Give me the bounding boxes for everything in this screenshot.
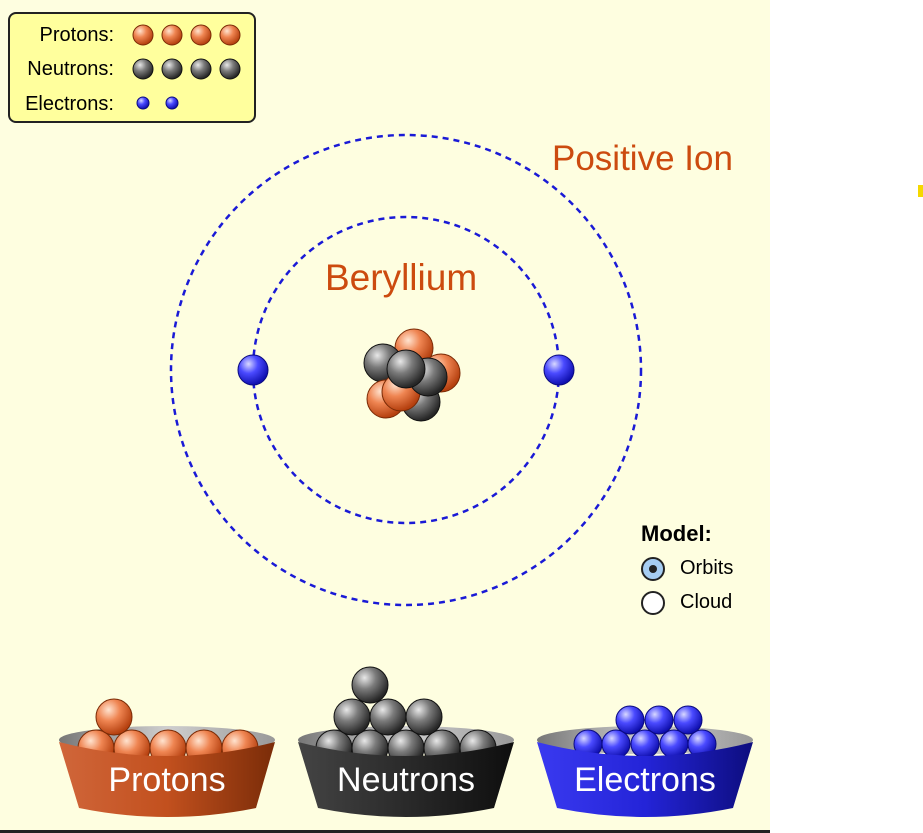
orbit-electron[interactable] xyxy=(543,354,575,386)
legend-proton-icon xyxy=(161,24,183,46)
orbit-electron[interactable] xyxy=(237,354,269,386)
nucleus[interactable] xyxy=(363,328,461,422)
cloud-radio-label[interactable]: Cloud xyxy=(680,591,733,613)
edge-marker xyxy=(918,185,923,197)
electrons-bucket[interactable] xyxy=(537,705,753,817)
legend-neutron-icon xyxy=(190,58,212,80)
legend-electron-icon xyxy=(136,96,150,110)
legend-proton-icons xyxy=(132,24,241,46)
particle-count-legend: Protons: Neutrons: Electrons: xyxy=(8,12,256,123)
atom-stage: Protons: Neutrons: Electrons: Positive I… xyxy=(0,0,770,830)
protons-bucket[interactable] xyxy=(59,698,275,817)
orbits-radio-label[interactable]: Orbits xyxy=(680,557,734,579)
atom-scene xyxy=(59,133,753,817)
legend-proton-icon xyxy=(190,24,212,46)
legend-electrons-label: Electrons: xyxy=(25,93,114,115)
nucleus-neutron xyxy=(386,349,426,389)
legend-neutrons-label: Neutrons: xyxy=(27,58,114,80)
legend-neutron-icon xyxy=(132,58,154,80)
orbits-radio[interactable] xyxy=(641,557,665,581)
legend-neutron-icon xyxy=(219,58,241,80)
legend-proton-icon xyxy=(219,24,241,46)
legend-particle-icons xyxy=(132,24,241,110)
electrons-bucket-label: Electrons xyxy=(574,761,716,799)
legend-protons-label: Protons: xyxy=(39,24,114,46)
element-name: Beryllium xyxy=(325,257,478,298)
neutrons-bucket-label: Neutrons xyxy=(337,761,475,799)
model-title: Model: xyxy=(641,521,712,546)
legend-neutron-icons xyxy=(132,58,241,80)
legend-proton-icon xyxy=(132,24,154,46)
outer-orbit-ring xyxy=(169,133,643,607)
legend-neutron-icon xyxy=(161,58,183,80)
radio-selected-dot xyxy=(649,565,657,573)
legend-electron-icons xyxy=(136,96,179,110)
neutrons-bucket[interactable] xyxy=(298,666,514,817)
cloud-radio[interactable] xyxy=(641,591,665,615)
stage-bottom-border xyxy=(0,830,770,833)
legend-electron-icon xyxy=(165,96,179,110)
protons-bucket-label: Protons xyxy=(108,761,226,799)
charge-label: Positive Ion xyxy=(552,139,733,178)
